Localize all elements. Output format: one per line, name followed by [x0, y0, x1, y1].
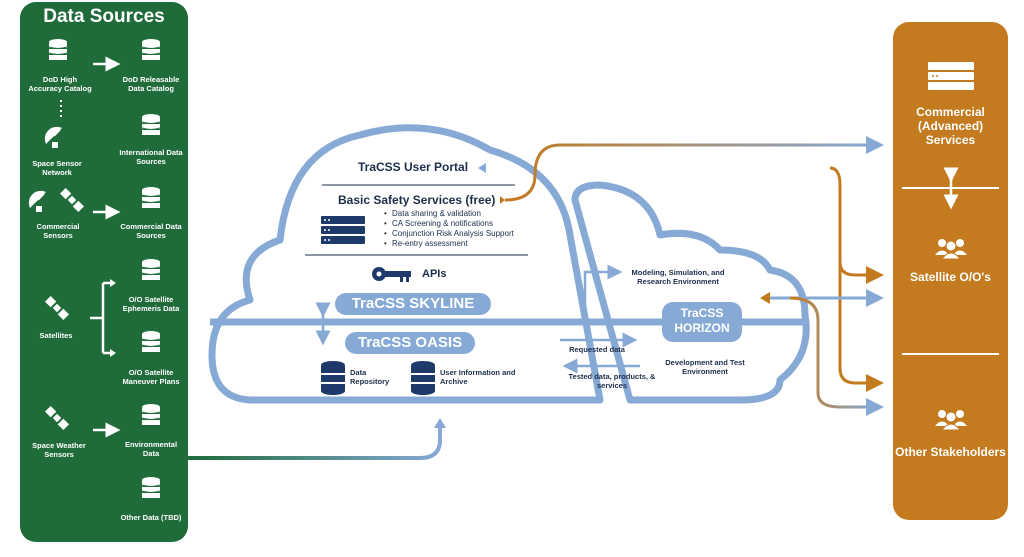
- dev-test-label: Development and Test Environment: [665, 358, 745, 376]
- database-icon: [141, 403, 161, 426]
- database-icon: [141, 38, 161, 61]
- label-space-weather: Space Weather Sensors: [32, 441, 86, 459]
- basic-safety-title: Basic Safety Services (free): [338, 193, 496, 207]
- requested-data-label: Requested data: [569, 345, 625, 354]
- modeling-label: Modeling, Simulation, and Research Envir…: [631, 268, 725, 286]
- user-archive-icon: [411, 361, 435, 395]
- commercial-services-label: Commercial (Advanced) Services: [916, 105, 985, 147]
- apis-label: APIs: [422, 268, 447, 280]
- satellite-icon: [59, 187, 85, 213]
- label-other-data: Other Data (TBD): [120, 513, 182, 522]
- user-portal-label[interactable]: TraCSS User Portal: [358, 160, 469, 174]
- database-icon: [141, 476, 161, 499]
- database-icon: [141, 258, 161, 281]
- people-icon: [934, 409, 968, 431]
- label-dod-high: DoD High Accuracy Catalog: [28, 75, 92, 93]
- label-maneuver: O/O Satellite Maneuver Plans: [122, 368, 180, 386]
- divider: [902, 187, 999, 189]
- server-icon: [321, 216, 365, 244]
- satellite-oo-label: Satellite O/O's: [910, 270, 991, 284]
- other-stakeholders-label: Other Stakeholders: [895, 445, 1006, 459]
- label-dod-releasable: DoD Releasable Data Catalog: [122, 75, 180, 93]
- database-icon: [141, 186, 161, 209]
- label-satellites: Satellites: [39, 331, 73, 340]
- data-sources-title: Data Sources: [43, 6, 165, 27]
- tested-data-label: Tested data, products, & services: [568, 372, 656, 390]
- database-icon: [48, 38, 68, 61]
- key-icon: [372, 267, 411, 282]
- satellite-icon: [44, 405, 70, 431]
- basic-safety-item: Conjunction Risk Analysis Support: [384, 229, 543, 239]
- basic-safety-item: Re-entry assessment: [384, 239, 543, 249]
- label-commercial-sensors: Commercial Sensors: [36, 222, 80, 240]
- data-repository-label: Data Repository: [350, 368, 390, 386]
- database-icon: [141, 330, 161, 353]
- horizon-title-2: HORIZON: [674, 321, 730, 335]
- basic-safety-item: CA Screening & notifications: [384, 219, 543, 229]
- horizon-cloud: [571, 181, 810, 404]
- basic-safety-list: Data sharing & validation CA Screening &…: [383, 209, 543, 249]
- horizon-title-1: TraCSS: [680, 306, 724, 320]
- horizon-box[interactable]: TraCSS HORIZON: [662, 302, 742, 342]
- oasis-pill[interactable]: TraCSS OASIS: [345, 332, 475, 354]
- label-ephemeris: O/O Satellite Ephemeris Data: [122, 295, 180, 313]
- data-repository-icon: [321, 361, 345, 395]
- skyline-pill[interactable]: TraCSS SKYLINE: [335, 293, 491, 315]
- label-space-sensor: Space Sensor Network: [32, 159, 82, 177]
- satellite-icon: [44, 295, 70, 321]
- radar-dish-icon: [44, 126, 63, 149]
- radar-dish-icon: [28, 190, 47, 213]
- label-international: International Data Sources: [119, 148, 183, 166]
- divider: [902, 353, 999, 355]
- server-rack-icon: [928, 62, 974, 90]
- label-environmental: Environmental Data: [124, 440, 178, 458]
- label-commercial-sources: Commercial Data Sources: [120, 222, 182, 240]
- user-archive-label: User Information and Archive: [440, 368, 516, 386]
- platform-cloud: [208, 124, 604, 404]
- people-icon: [934, 238, 968, 260]
- basic-safety-item: Data sharing & validation: [384, 209, 543, 219]
- stakeholders-panel: [893, 22, 1008, 520]
- database-icon: [141, 113, 161, 136]
